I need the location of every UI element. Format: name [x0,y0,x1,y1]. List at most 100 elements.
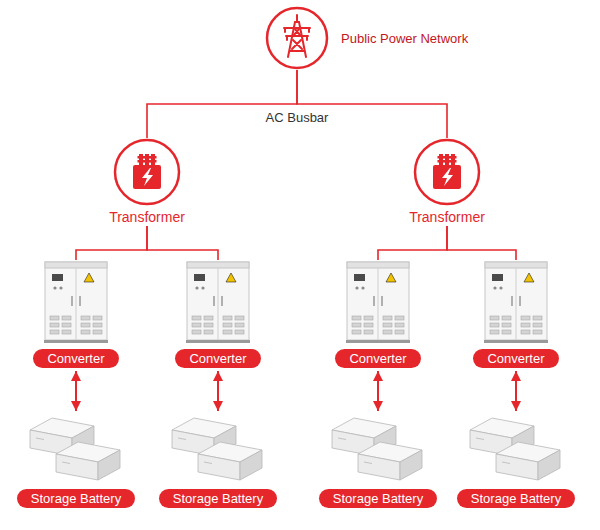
icon-part [204,462,212,464]
icon-part [450,160,457,163]
icon-part [151,154,155,165]
icon-part [142,168,153,186]
icon-part [286,35,308,37]
icon-part [502,462,510,464]
icon-part [204,316,213,320]
converter-cabinet [481,260,551,344]
icon-part [235,316,244,320]
icon-part [395,316,404,320]
icon-part [195,286,198,289]
icon-part [364,330,373,334]
battery-node: Storage Battery [13,414,140,508]
icon-part [395,330,404,334]
icon-part [296,15,298,22]
icon-part [442,168,453,186]
icon-part [223,316,232,320]
icon-part [62,316,71,320]
grid-node: Public Power Network [265,6,329,70]
icon-part [533,330,542,334]
converter-node: Converter [24,260,128,368]
icon-part [347,262,409,340]
converter-label: Converter [473,349,558,368]
icon-part [192,330,201,334]
battery-node: Storage Battery [315,414,442,508]
busbar-label: AC Busbar [263,110,332,125]
network-title: Public Power Network [341,31,468,46]
icon-part [139,154,143,165]
icon-part [492,274,503,281]
icon-part [93,323,102,327]
icon-part [187,262,249,268]
icon-part [192,316,201,320]
icon-part [378,268,379,340]
icon-part [358,454,400,480]
icon-part [290,29,304,51]
icon-part [519,296,521,306]
icon-part [56,442,120,480]
battery-label: Storage Battery [159,489,277,508]
icon-part [223,323,232,327]
icon-part [400,450,422,480]
power-flow-arrow [75,371,77,411]
icon-part [354,274,365,281]
icon-part [45,262,107,268]
icon-part [235,330,244,334]
icon-part [433,165,461,189]
icon-part [138,160,145,163]
icon-part [204,323,213,327]
icon-part [433,154,461,189]
converter-node: Converter [166,260,270,368]
icon-part [490,316,499,320]
icon-part [115,140,179,204]
icon-part [490,330,499,334]
transformer-node: Transformer [388,138,506,226]
icon-part [364,462,372,464]
icon-part [496,442,560,480]
battery-rack [168,414,268,484]
icon-part [538,450,560,480]
icon-part [62,462,70,464]
icon-part [381,296,383,306]
icon-part [383,323,392,327]
icon-part [444,156,451,159]
icon-part [192,316,244,334]
icon-part [192,323,201,327]
icon-part [490,323,499,327]
icon-part [62,323,71,327]
icon-part [53,286,56,289]
icon-part [383,316,392,320]
battery-label: Storage Battery [457,489,575,508]
icon-part [186,340,250,343]
icon-part [450,156,457,159]
icon-part [496,454,538,480]
power-flow-arrow [217,371,219,411]
icon-part [524,273,534,282]
icon-part [145,154,149,165]
battery-label: Storage Battery [319,489,437,508]
icon-part [198,454,240,480]
icon-part [79,296,81,306]
icon-part [223,330,232,334]
icon-part [364,316,373,320]
icon-part [383,330,392,334]
icon-part [93,316,102,320]
icon-part [59,286,62,289]
icon-part [240,450,262,480]
icon-part [355,286,358,289]
transformer-label: Transformer [388,208,506,226]
icon-part [133,154,161,189]
transformer-icon [413,138,481,206]
icon-part [361,286,364,289]
icon-part [444,160,451,163]
icon-part [50,316,102,334]
icon-part [187,262,249,340]
icon-part [285,28,309,40]
converter-node: Converter [326,260,430,368]
icon-part [438,160,445,163]
icon-part [218,268,219,340]
converter-cabinet [41,260,111,344]
icon-part [346,340,410,343]
converter-label: Converter [175,349,260,368]
icon-part [138,156,145,159]
icon-part [484,340,548,343]
